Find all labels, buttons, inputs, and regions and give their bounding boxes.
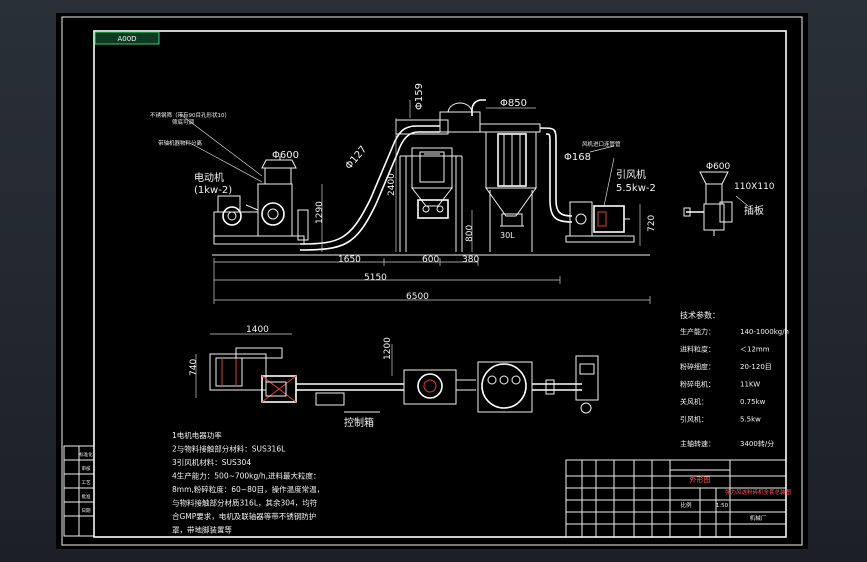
note-screen: 不锈钢筛（带有90目孔形状10） bbox=[150, 111, 230, 119]
plan-view bbox=[195, 333, 599, 414]
sheet-tag bbox=[94, 31, 160, 45]
dim-dia-600: Φ600 bbox=[272, 150, 299, 161]
side-size: 110X110 bbox=[734, 182, 775, 192]
label-valve: 30L bbox=[500, 231, 515, 240]
spec-label: 生产能力： bbox=[680, 327, 715, 336]
plan-mill bbox=[261, 375, 297, 403]
control-box bbox=[315, 392, 345, 406]
specs-title: 技术参数： bbox=[680, 310, 720, 320]
drawing-type: 外形图 bbox=[690, 475, 711, 484]
rotary-valve bbox=[417, 199, 449, 219]
dim-600: 600 bbox=[422, 255, 439, 265]
side-detail-view: Φ600 110X110 插板 bbox=[683, 162, 775, 236]
dim-dia-159: Φ159 bbox=[414, 83, 425, 110]
note-line: 8mm,粉碎粒度：60~80目，操作温度常温， bbox=[172, 484, 324, 494]
dim-380: 380 bbox=[462, 255, 479, 265]
elevation-view bbox=[179, 99, 651, 304]
spec-label: 粉碎细度： bbox=[680, 362, 715, 371]
technical-specs: 生产能力： 140-1000kg/h 进料粒度： ＜12mm 粉碎细度： 20-120目粉… bbox=[680, 327, 789, 448]
left-strip-label: 工艺 bbox=[82, 480, 91, 486]
plan-fan bbox=[575, 355, 599, 401]
left-strip-label: 审核 bbox=[82, 465, 91, 472]
note-line: 与物料接触部分材质316L，其余304，均符 bbox=[172, 498, 318, 508]
spec-label: 粉碎电机： bbox=[680, 380, 715, 389]
plan-cyclone bbox=[403, 369, 457, 405]
left-strip-label: 日期 bbox=[82, 508, 91, 514]
label-control-box: 控制箱 bbox=[344, 416, 374, 429]
spec-value: 5.5kw bbox=[740, 416, 761, 424]
plan-filter bbox=[477, 361, 533, 413]
side-dia-600: Φ600 bbox=[706, 162, 731, 172]
fan-pipe bbox=[539, 127, 573, 217]
plan-labels: 1400 740 1200 控制箱 bbox=[189, 325, 393, 429]
dim-h-720: 720 bbox=[647, 215, 657, 232]
note-screen-adjust: 筛底可调 bbox=[172, 118, 195, 126]
spec-value: 140-1000kg/h bbox=[740, 328, 789, 336]
note-line: 4生产能力：500~700kg/h,进料最大粒度： bbox=[172, 471, 320, 481]
note-line: 3引风机材料：SUS304 bbox=[172, 457, 251, 467]
note-line: 合GMP要求，电机及联轴器等带不锈钢防护 bbox=[172, 511, 316, 521]
dim-5150: 5150 bbox=[364, 273, 387, 283]
scale-value: 1:50 bbox=[716, 503, 729, 509]
spec-value: 3400转/分 bbox=[740, 439, 774, 448]
label-motor-power: (1kw-2) bbox=[194, 185, 232, 196]
label-fan-power: 5.5kw-2 bbox=[616, 183, 656, 194]
note-line: 2与物料接触部分材料：SUS316L bbox=[172, 444, 286, 454]
sheet-tag-label: A00D bbox=[117, 35, 136, 43]
outer-border bbox=[61, 16, 803, 546]
note-separator: 带轴机器物料分离 bbox=[158, 139, 203, 147]
dim-6500: 6500 bbox=[406, 292, 429, 302]
spec-value: ＜12mm bbox=[740, 346, 770, 354]
spec-label: 引风机： bbox=[680, 415, 708, 424]
left-strip-table bbox=[63, 445, 95, 537]
spec-value: 11KW bbox=[740, 381, 760, 389]
scale-label: 比例 bbox=[680, 501, 692, 509]
dim-dia-850: Φ850 bbox=[500, 98, 527, 109]
technical-notes: 1电机电器功率 2与物料接触部分材料：SUS316L 3引风机材料：SUS304 4生… bbox=[172, 430, 324, 535]
plan-motor bbox=[209, 353, 267, 391]
product-name: 强力风选粉碎机全套总装图 bbox=[725, 488, 792, 496]
spec-value: 0.75kw bbox=[740, 398, 766, 406]
drawing-sheet bbox=[56, 13, 808, 549]
dim-h-1290: 1290 bbox=[315, 201, 325, 224]
label-gate: 插板 bbox=[744, 204, 764, 217]
spec-label: 进料粒度： bbox=[680, 345, 715, 354]
dim-w-1400: 1400 bbox=[246, 325, 269, 335]
label-fan: 引风机 bbox=[616, 168, 646, 181]
note-filter-pipe: 风机进口连管管 bbox=[582, 140, 621, 148]
note-line: 1电机电器功率 bbox=[172, 430, 222, 440]
spec-value: 20-120目 bbox=[740, 363, 772, 371]
spec-label: 主轴转速： bbox=[680, 439, 715, 448]
label-motor: 电动机 bbox=[194, 171, 224, 184]
conveying-pipe bbox=[299, 125, 440, 245]
dim-h-2400: 2400 bbox=[387, 173, 397, 196]
dim-h-800: 800 bbox=[465, 225, 475, 242]
left-strip-label: 批准 bbox=[82, 493, 91, 500]
mill-rotor bbox=[261, 202, 285, 226]
elevation-labels: 不锈钢筛（带有90目孔形状10） 筛底可调 带轴机器物料分离 Φ600 电动机 … bbox=[150, 83, 657, 302]
spec-label: 关风机： bbox=[680, 397, 708, 406]
company: 机械厂 bbox=[750, 514, 767, 522]
note-line: 罩，带地脚装置等 bbox=[172, 525, 232, 535]
motor-pulley bbox=[222, 206, 242, 226]
dim-h-740: 740 bbox=[189, 359, 199, 376]
left-strip-label: 标准化 bbox=[79, 451, 93, 458]
title-block bbox=[565, 459, 787, 538]
dim-h-1200: 1200 bbox=[383, 337, 393, 360]
dim-dia-168: Φ168 bbox=[564, 152, 591, 163]
dim-1650: 1650 bbox=[338, 255, 361, 265]
title-block-text: 外形图 强力风选粉碎机全套总装图 比例 1:50 机械厂 bbox=[680, 475, 791, 522]
inner-border bbox=[93, 30, 787, 538]
